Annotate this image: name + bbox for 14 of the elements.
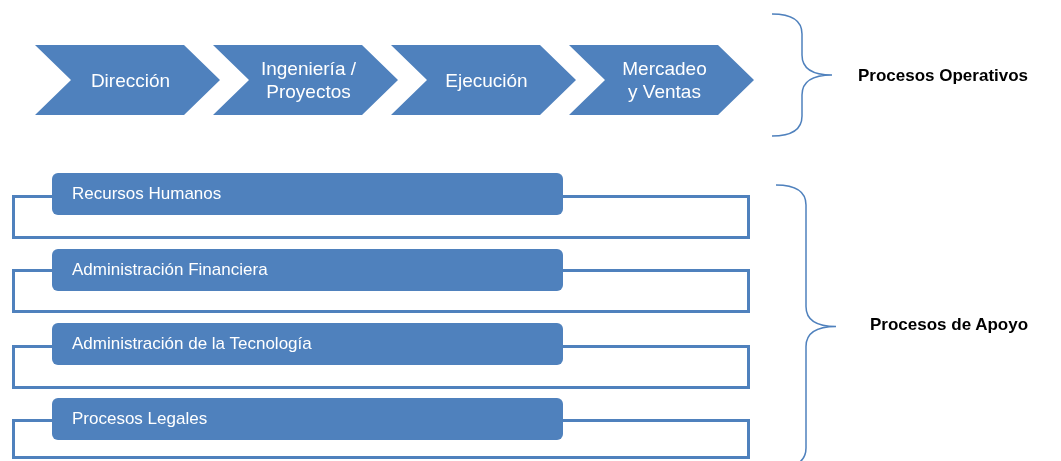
process-tab: Recursos Humanos	[52, 173, 563, 215]
group-label: Procesos Operativos	[858, 66, 1029, 86]
chevron-step	[213, 45, 398, 115]
step-label: Ejecución	[444, 68, 529, 93]
chevron-step	[391, 45, 576, 115]
process-tab: Administración de la Tecnología	[52, 323, 563, 365]
chevron-step	[569, 45, 754, 115]
process-tab: Administración Financiera	[52, 249, 563, 291]
group-label: Procesos de Apoyo	[870, 315, 1029, 335]
step-label: Ingeniería / Proyectos	[259, 57, 358, 104]
chevron-step	[35, 45, 220, 115]
process-tab: Procesos Legales	[52, 398, 563, 440]
step-label: Mercadeo y Ventas	[621, 57, 708, 104]
step-label: Dirección	[89, 68, 172, 93]
